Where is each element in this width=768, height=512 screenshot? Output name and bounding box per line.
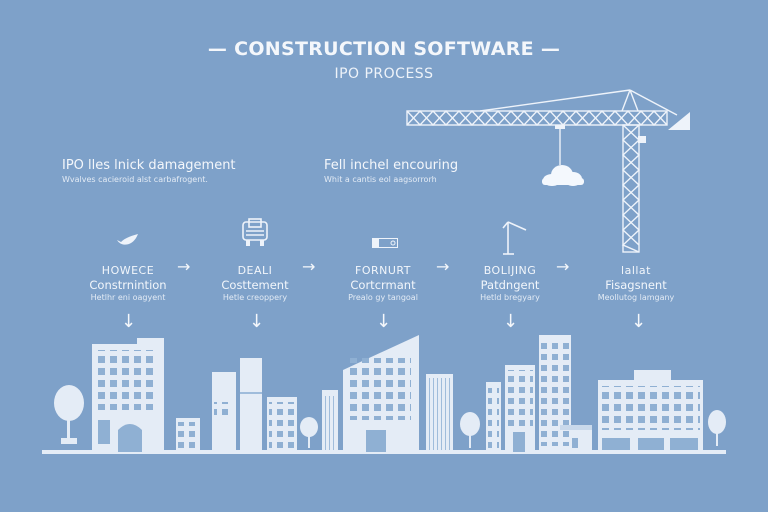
cloud-icon	[542, 165, 584, 186]
step-title: Constrnintion	[89, 278, 167, 292]
down-arrow-icon: ↓	[121, 311, 137, 332]
page-subtitle: IPO PROCESS	[334, 66, 434, 82]
down-arrow-icon: ↓	[249, 311, 265, 332]
note-1: IPO lles lnick damagement Wvalves cacier…	[62, 158, 236, 184]
step-desc: Prealo gy tangoal	[348, 293, 418, 302]
step-label: lallat	[621, 264, 651, 277]
page-title: — CONSTRUCTION SOFTWARE —	[207, 38, 561, 60]
down-arrow-icon: ↓	[503, 311, 519, 332]
down-arrow-icon: ↓	[376, 311, 392, 332]
leaf-icon	[117, 234, 138, 245]
city-skyline-illustration	[42, 335, 726, 454]
down-arrow-icon: ↓	[631, 311, 647, 332]
truck-icon	[242, 218, 268, 246]
note-title: IPO lles lnick damagement	[62, 158, 236, 173]
step-title: Patdngent	[480, 278, 540, 292]
step-label: BOLIJING	[483, 264, 537, 277]
process-step-3: FORNURT Cortcrmant Prealo gy tangoal	[323, 264, 443, 302]
step-desc: Hetle creoppery	[222, 293, 288, 302]
note-subtitle: Whit a cantis eol aagsorrorh	[324, 175, 437, 184]
step-title: Costtement	[221, 278, 289, 292]
note-title: Fell inchel encouring	[324, 158, 459, 173]
step-label: FORNURT	[355, 264, 411, 277]
right-arrow-icon: →	[436, 257, 450, 276]
step-title: Cortcrmant	[350, 278, 416, 292]
step-desc: Hetld bregyary	[480, 293, 540, 302]
step-label: DEALI	[237, 264, 273, 277]
tower-crane-illustration	[406, 89, 690, 253]
step-title: Fisagsnent	[605, 278, 667, 292]
battery-icon	[372, 238, 398, 248]
right-arrow-icon: →	[302, 257, 316, 276]
process-step-1: HOWECE Constrnintion Hetlhr eni oagyent	[68, 264, 188, 302]
note-subtitle: Wvalves cacieroid alst carbafrogent.	[62, 175, 208, 184]
step-desc: Meollutog lamgany	[597, 293, 675, 302]
process-step-2: DEALI Costtement Hetle creoppery	[195, 264, 315, 302]
crane-arm-icon	[502, 221, 527, 255]
step-label: HOWECE	[101, 264, 155, 277]
right-arrow-icon: →	[556, 257, 570, 276]
process-step-4: BOLIJING Patdngent Hetld bregyary	[450, 264, 570, 302]
step-desc: Hetlhr eni oagyent	[90, 293, 166, 302]
note-2: Fell inchel encouring Whit a cantis eol …	[324, 158, 458, 184]
right-arrow-icon: →	[177, 257, 191, 276]
process-step-5: lallat Fisagsnent Meollutog lamgany	[576, 264, 696, 302]
